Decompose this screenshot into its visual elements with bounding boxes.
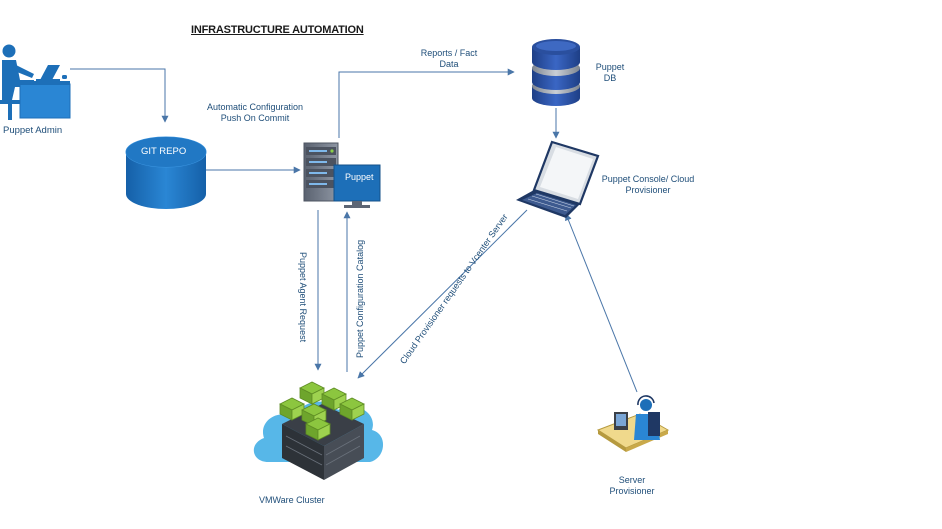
puppet-server-label: Puppet	[345, 172, 374, 182]
puppet-admin-icon	[0, 44, 71, 120]
puppet-db-label-line2: DB	[603, 73, 617, 83]
server-provisioner-label-line1: Server	[618, 475, 646, 485]
puppet-console-label: Puppet Console/ Cloud Provisioner	[596, 174, 700, 196]
agent-request-label: Puppet Agent Request	[298, 252, 308, 343]
auto-config-label-line1: Automatic Configuration	[206, 102, 304, 112]
edge-admin-to-git	[70, 68, 169, 123]
edges	[70, 68, 638, 393]
puppet-console-label-line1: Puppet Console/ Cloud	[601, 174, 695, 184]
auto-config-label-line2: Push On Commit	[220, 113, 290, 123]
diagram-title: INFRASTRUCTURE AUTOMATION	[191, 24, 364, 36]
puppet-db-label: Puppet DB	[588, 62, 632, 84]
git-repo-cylinder	[125, 136, 207, 209]
auto-config-label: Automatic Configuration Push On Commit	[200, 102, 310, 124]
edge-puppet-to-db	[338, 68, 515, 138]
server-provisioner-label: Server Provisioner	[600, 475, 664, 497]
reports-fact-label: Reports / Fact Data	[412, 48, 486, 70]
reports-fact-label-line2: Data	[439, 59, 459, 69]
edge-provisioner-to-console	[565, 213, 638, 393]
edge-console-to-cluster	[357, 209, 528, 379]
puppet-db-icon	[532, 39, 580, 106]
puppet-db-label-line1: Puppet	[595, 62, 625, 72]
vmware-cluster-icon	[253, 381, 384, 480]
puppet-server-icon	[303, 142, 381, 208]
vmware-cluster-label: VMWare Cluster	[259, 495, 325, 505]
git-repo-label: GIT REPO	[141, 146, 187, 157]
puppet-console-laptop-icon	[516, 140, 600, 218]
config-catalog-label: Puppet Configuration Catalog	[355, 239, 365, 358]
server-provisioner-icon	[596, 395, 670, 452]
server-provisioner-label-line2: Provisioner	[609, 486, 655, 496]
reports-fact-label-line1: Reports / Fact	[420, 48, 478, 58]
puppet-console-label-line2: Provisioner	[625, 185, 671, 195]
puppet-admin-label: Puppet Admin	[3, 125, 63, 136]
